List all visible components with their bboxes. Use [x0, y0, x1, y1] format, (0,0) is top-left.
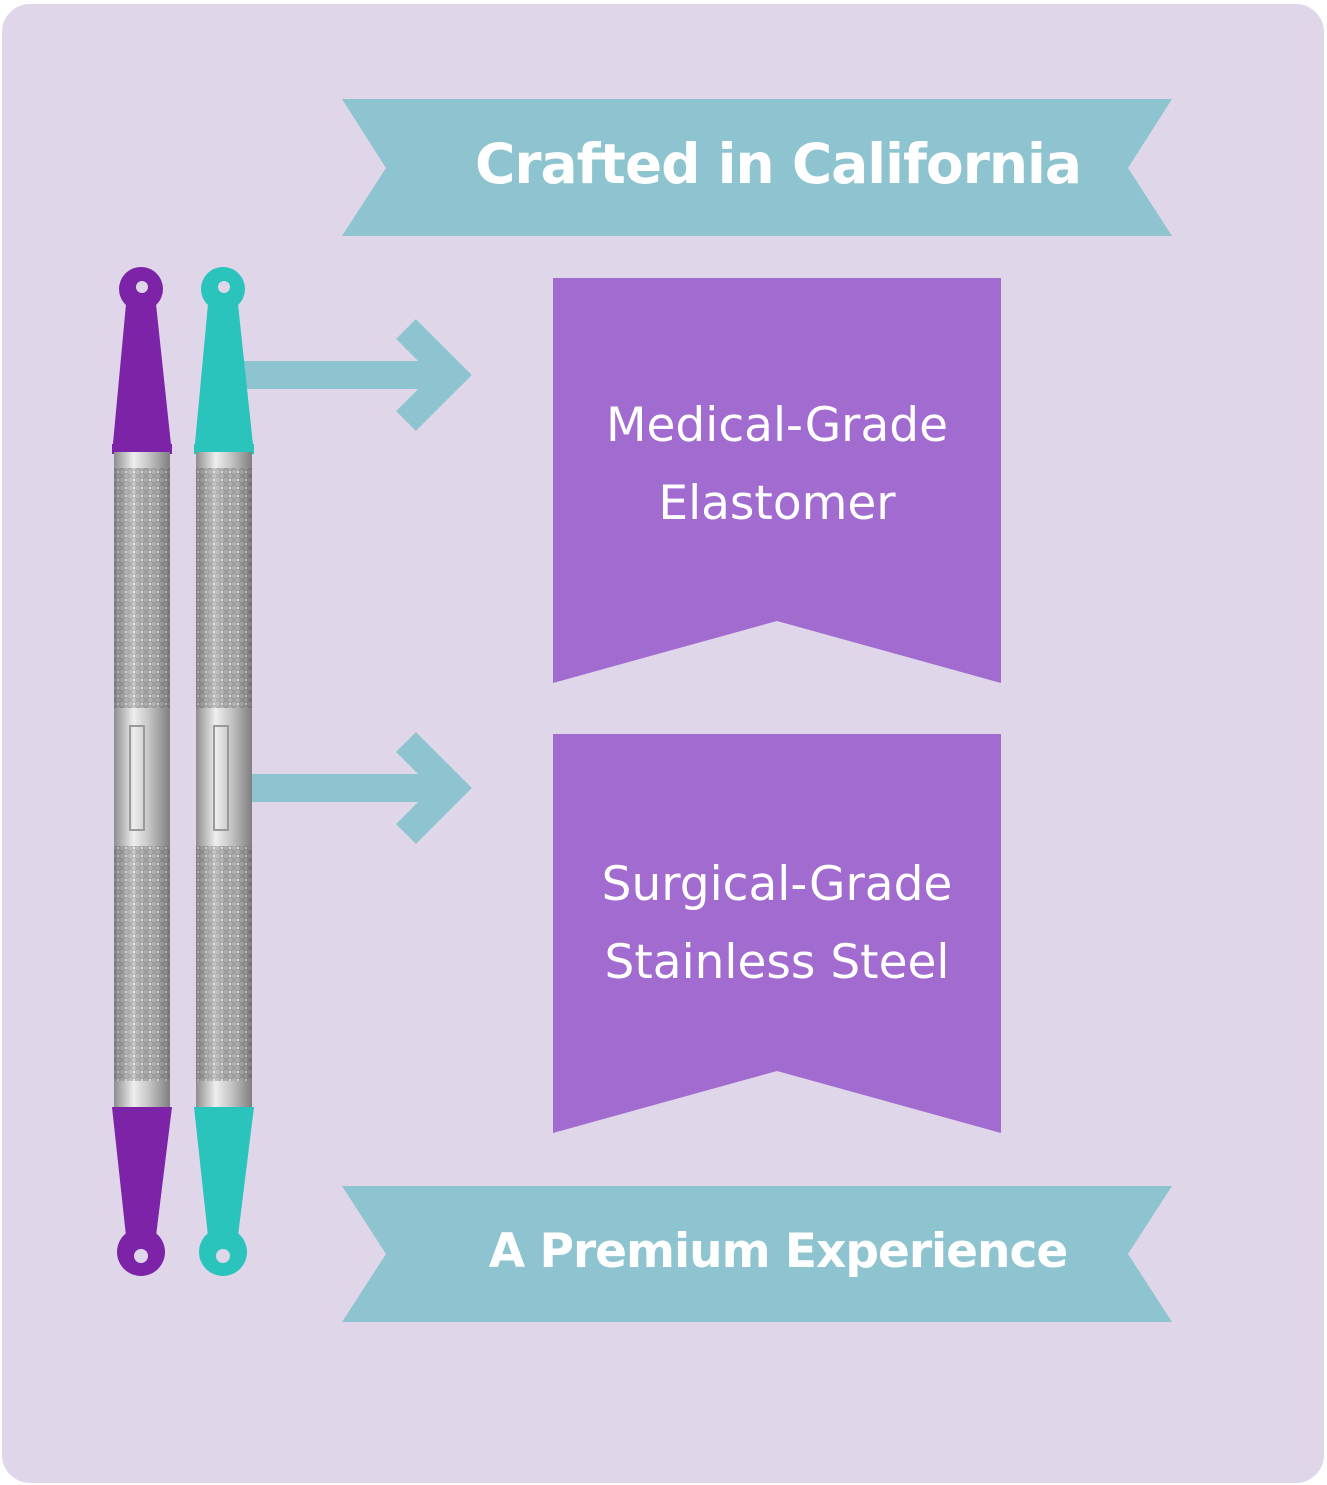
- infographic-card: Crafted in California Medical-Grade Elas…: [2, 4, 1324, 1483]
- banner-top-title: Crafted in California: [475, 132, 1082, 196]
- infographic-artwork: [112, 99, 1172, 1322]
- ribbon-bottom-shape: [342, 1186, 1172, 1322]
- teal-extractor-tool: [194, 267, 254, 1276]
- feature-label-1: Medical-Grade Elastomer: [553, 387, 1001, 543]
- feature-label-2: Surgical-Grade Stainless Steel: [553, 846, 1001, 1002]
- feature-label-1-line1: Medical-Grade: [605, 398, 949, 453]
- arrow-right-icon: [242, 319, 472, 431]
- feature-label-1-line2: Elastomer: [658, 476, 896, 531]
- feature-label-2-line1: Surgical-Grade: [601, 857, 953, 912]
- banner-bottom-title: A Premium Experience: [488, 1224, 1068, 1279]
- feature-flag-2-shape: [553, 734, 1001, 1133]
- feature-flag-1-shape: [553, 278, 1001, 683]
- purple-extractor-tool: [112, 267, 172, 1276]
- arrow-right-icon: [246, 732, 472, 844]
- ribbon-top-shape: [342, 99, 1172, 236]
- feature-label-2-line2: Stainless Steel: [604, 935, 950, 990]
